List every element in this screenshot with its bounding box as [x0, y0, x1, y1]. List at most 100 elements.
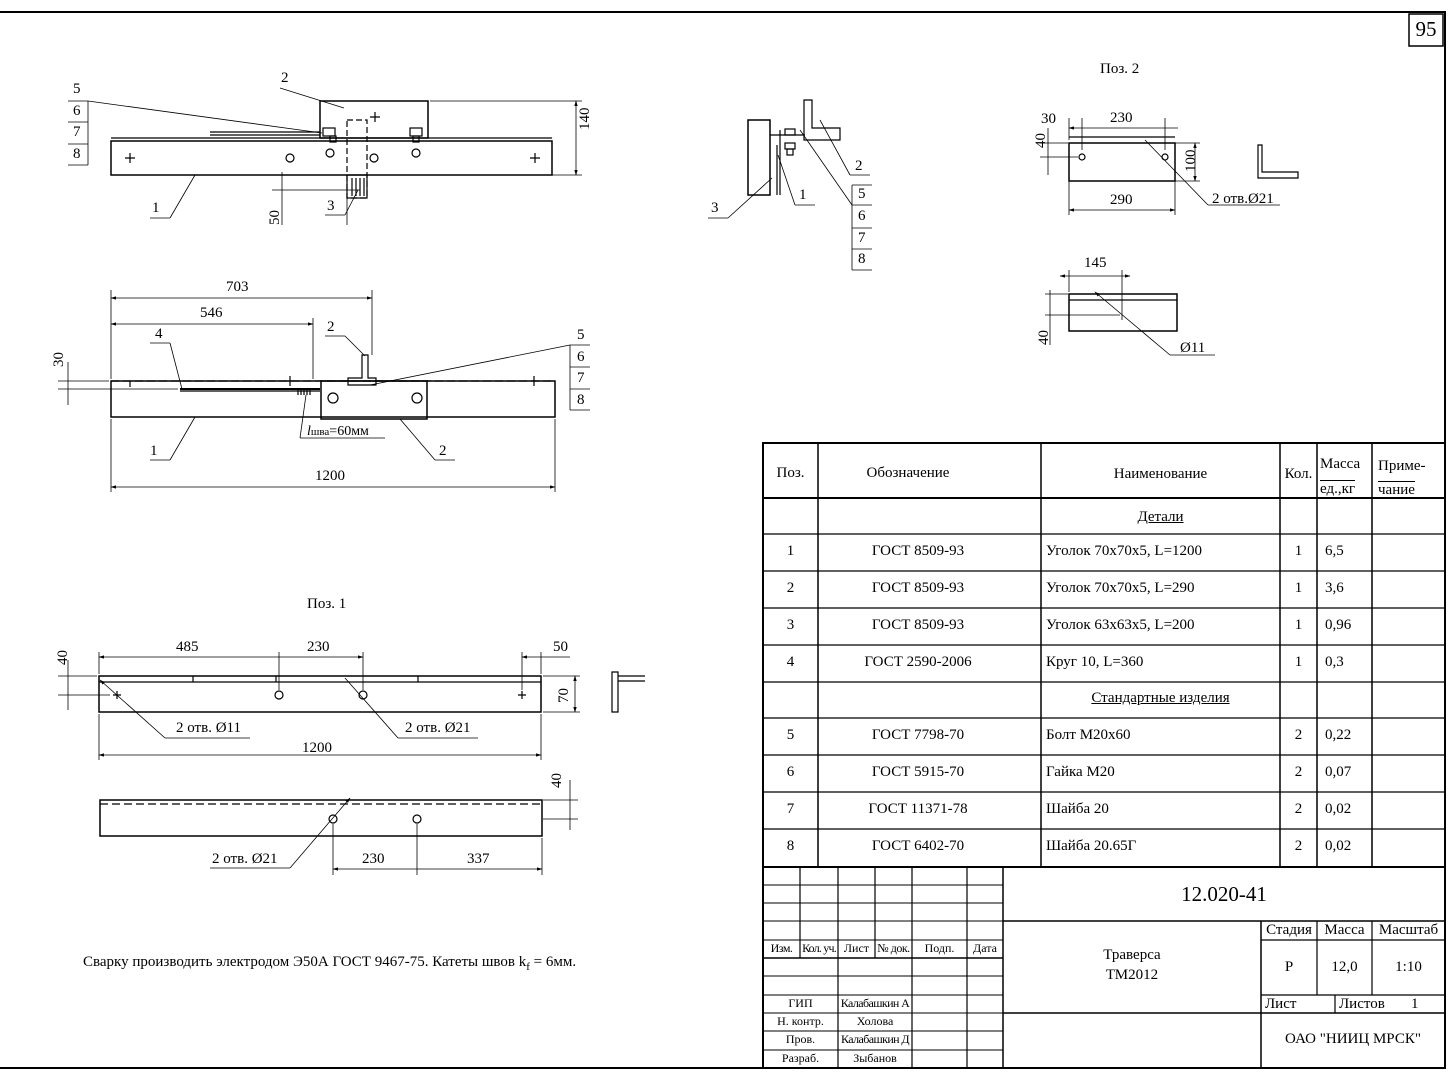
- spec-row-mass: 0,02: [1325, 838, 1352, 854]
- doc-code: 12.020-41: [1181, 882, 1267, 906]
- spec-row-qty: 2: [1294, 838, 1303, 854]
- mass-label: Масса: [1324, 922, 1365, 938]
- spec-row-pos: 5: [786, 727, 795, 743]
- front-view: [58, 290, 590, 492]
- front-callout-5: 5: [577, 327, 585, 343]
- front-dim-546: 546: [200, 305, 223, 321]
- hdr-designation: Обозначение: [866, 465, 950, 481]
- spec-row-qty: 1: [1294, 617, 1303, 633]
- spec-row-name: Шайба 20: [1046, 801, 1109, 817]
- callout-1: 1: [152, 200, 160, 216]
- spec-row-name: Уголок 70х70х5, L=1200: [1046, 543, 1203, 559]
- spec-row-name: Уголок 63х63х5, L=200: [1046, 617, 1195, 633]
- front-dim-703: 703: [226, 279, 249, 295]
- spec-row-mass: 0,3: [1325, 654, 1344, 670]
- title-line1: Траверса: [1103, 947, 1161, 963]
- spec-row-mass: 0,22: [1325, 727, 1352, 743]
- top-view: [68, 87, 582, 225]
- spec-row-mass: 6,5: [1325, 543, 1344, 559]
- spec-row-designation: ГОСТ 11371-78: [868, 801, 968, 817]
- pos2-d230: 230: [1110, 110, 1133, 126]
- front-callout-7: 7: [577, 370, 585, 386]
- callout-6: 6: [73, 103, 81, 119]
- front-dim-1200: 1200: [315, 468, 345, 484]
- pos1-views: [58, 652, 645, 875]
- spec-row-qty: 2: [1294, 727, 1303, 743]
- sheets-total: 1: [1411, 996, 1419, 1012]
- dim-50: 50: [267, 210, 283, 225]
- spec-row-qty: 2: [1294, 764, 1303, 780]
- spec-row-designation: ГОСТ 7798-70: [871, 727, 965, 743]
- front-callout-6: 6: [577, 349, 585, 365]
- mass-value: 12,0: [1331, 959, 1358, 975]
- front-callout-2b: 2: [439, 443, 447, 459]
- side-callout-5: 5: [858, 186, 866, 202]
- spec-row-name: Шайба 20.65Г: [1046, 838, 1137, 854]
- front-callout-2: 2: [327, 319, 335, 335]
- title-line2: ТМ2012: [1105, 967, 1159, 983]
- stage-value: Р: [1284, 959, 1294, 975]
- pos2-label: Поз. 2: [1100, 61, 1140, 77]
- spec-row-qty: 1: [1294, 543, 1303, 559]
- spec-row-mass: 0,02: [1325, 801, 1352, 817]
- side-callout-3: 3: [711, 200, 719, 216]
- spec-row-pos: 4: [786, 654, 795, 670]
- front-dim-30: 30: [51, 352, 67, 367]
- spec-row-pos: 6: [786, 764, 795, 780]
- scale-label: Масштаб: [1378, 922, 1439, 938]
- pos1-holes11: 2 отв. Ø11: [176, 720, 241, 736]
- role-4: Разраб.: [781, 1051, 820, 1065]
- pos1-b337: 337: [467, 851, 490, 867]
- role-3: Пров.: [785, 1032, 816, 1046]
- col-kolu: Кол. уч.: [802, 941, 837, 955]
- hdr-note-2: чание: [1378, 481, 1415, 498]
- front-callout-1: 1: [150, 443, 158, 459]
- side-callout-6: 6: [858, 208, 866, 224]
- pos2-b40: 40: [1036, 330, 1052, 345]
- dim-140: 140: [577, 107, 593, 131]
- stage-label: Стадия: [1266, 922, 1312, 938]
- pos1-d50: 50: [553, 639, 568, 655]
- pos1-b-holes21: 2 отв. Ø21: [212, 851, 278, 867]
- pos2-d11: Ø11: [1180, 340, 1206, 356]
- spec-row-name: Круг 10, L=360: [1046, 654, 1144, 670]
- pos2-holes21: 2 отв.Ø21: [1212, 191, 1274, 207]
- spec-row-pos: 1: [786, 543, 795, 559]
- role-1-name: Калабашкин А: [840, 996, 910, 1010]
- spec-row-qty: 1: [1294, 654, 1303, 670]
- callout-2: 2: [281, 70, 289, 86]
- pos2-d30: 30: [1041, 111, 1056, 127]
- col-izm: Изм.: [770, 941, 793, 955]
- side-callout-1: 1: [799, 187, 807, 203]
- front-callout-4: 4: [155, 326, 163, 342]
- callout-7: 7: [73, 124, 81, 140]
- role-2-name: Холова: [856, 1014, 894, 1028]
- front-callout-8: 8: [577, 392, 585, 408]
- col-ndoc: № док.: [877, 941, 910, 955]
- spec-row-qty: 2: [1294, 801, 1303, 817]
- hdr-mass-1: Масса: [1320, 456, 1361, 472]
- sheets-label: Листов: [1339, 996, 1385, 1012]
- spec-row-designation: ГОСТ 6402-70: [871, 838, 965, 854]
- spec-row-name: Уголок 70х70х5, L=290: [1046, 580, 1195, 596]
- col-date: Дата: [973, 941, 997, 955]
- section-standard: Стандартные изделия: [1091, 690, 1230, 706]
- section-details: Детали: [1137, 509, 1184, 525]
- spec-row-name: Гайка М20: [1046, 764, 1115, 780]
- callout-8: 8: [73, 146, 81, 162]
- spec-row-designation: ГОСТ 8509-93: [871, 617, 965, 633]
- side-callout-2: 2: [855, 158, 863, 174]
- role-3-name: Калабашкин Д: [841, 1032, 910, 1046]
- side-callout-7: 7: [858, 230, 866, 246]
- spec-row-pos: 7: [786, 801, 795, 817]
- organization: ОАО "НИИЦ МРСК": [1285, 1031, 1421, 1047]
- pos2-d100: 100: [1183, 149, 1199, 173]
- pos1-label: Поз. 1: [307, 596, 347, 612]
- pos1-d230: 230: [307, 639, 330, 655]
- role-1: ГИП: [788, 996, 813, 1010]
- col-podp: Подп.: [924, 941, 955, 955]
- weld-length: lшва=60мм: [307, 424, 369, 439]
- hdr-mass-2: ед.,кг: [1320, 480, 1356, 497]
